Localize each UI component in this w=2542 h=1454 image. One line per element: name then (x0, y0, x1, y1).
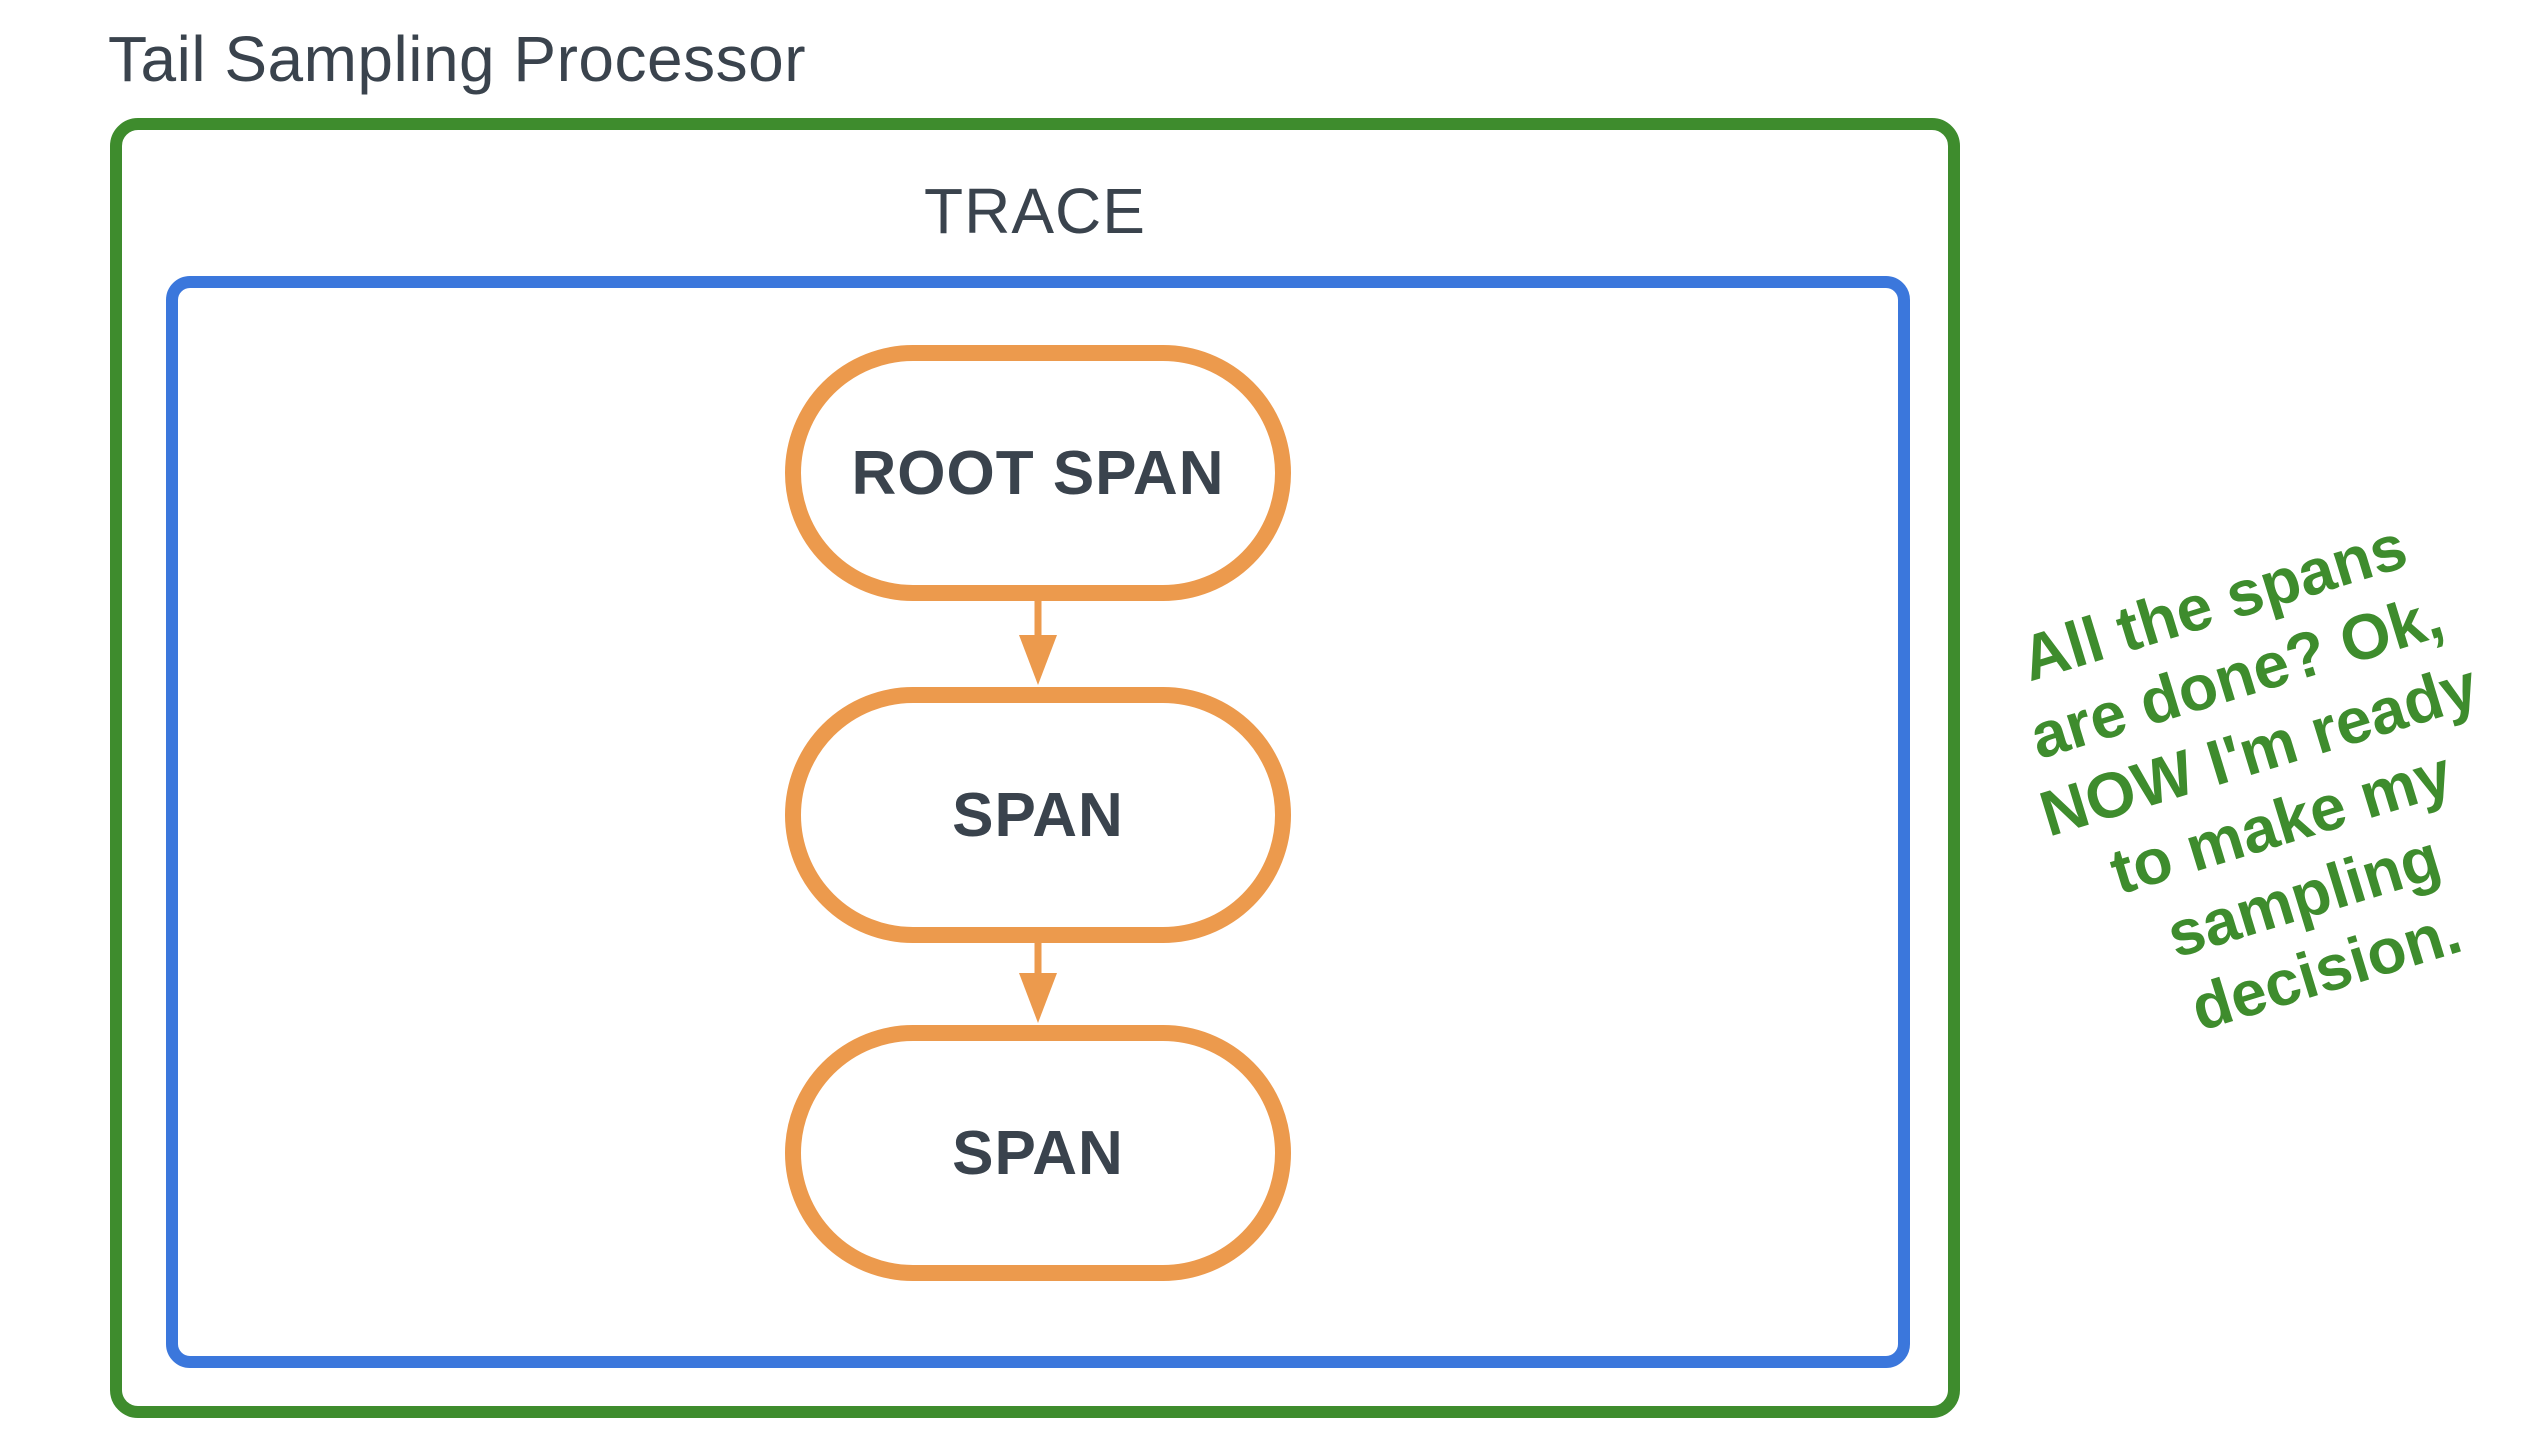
span-node: SPAN (785, 687, 1291, 943)
root-span-label: ROOT SPAN (851, 438, 1225, 508)
arrow-stem (1034, 939, 1042, 975)
span-label: SPAN (952, 780, 1124, 850)
root-span-node: ROOT SPAN (785, 345, 1291, 601)
arrow-down-connector (1018, 599, 1058, 685)
span-node: SPAN (785, 1025, 1291, 1281)
arrow-head-icon (1019, 973, 1057, 1023)
trace-label: TRACE (924, 175, 1146, 247)
arrow-stem (1034, 599, 1042, 637)
arrow-head-icon (1019, 635, 1057, 685)
span-label: SPAN (952, 1118, 1124, 1188)
diagram-title: Tail Sampling Processor (108, 23, 806, 95)
arrow-down-connector (1018, 939, 1058, 1023)
sampling-decision-annotation: All the spans are done? Ok, NOW I'm read… (2012, 509, 2486, 1045)
